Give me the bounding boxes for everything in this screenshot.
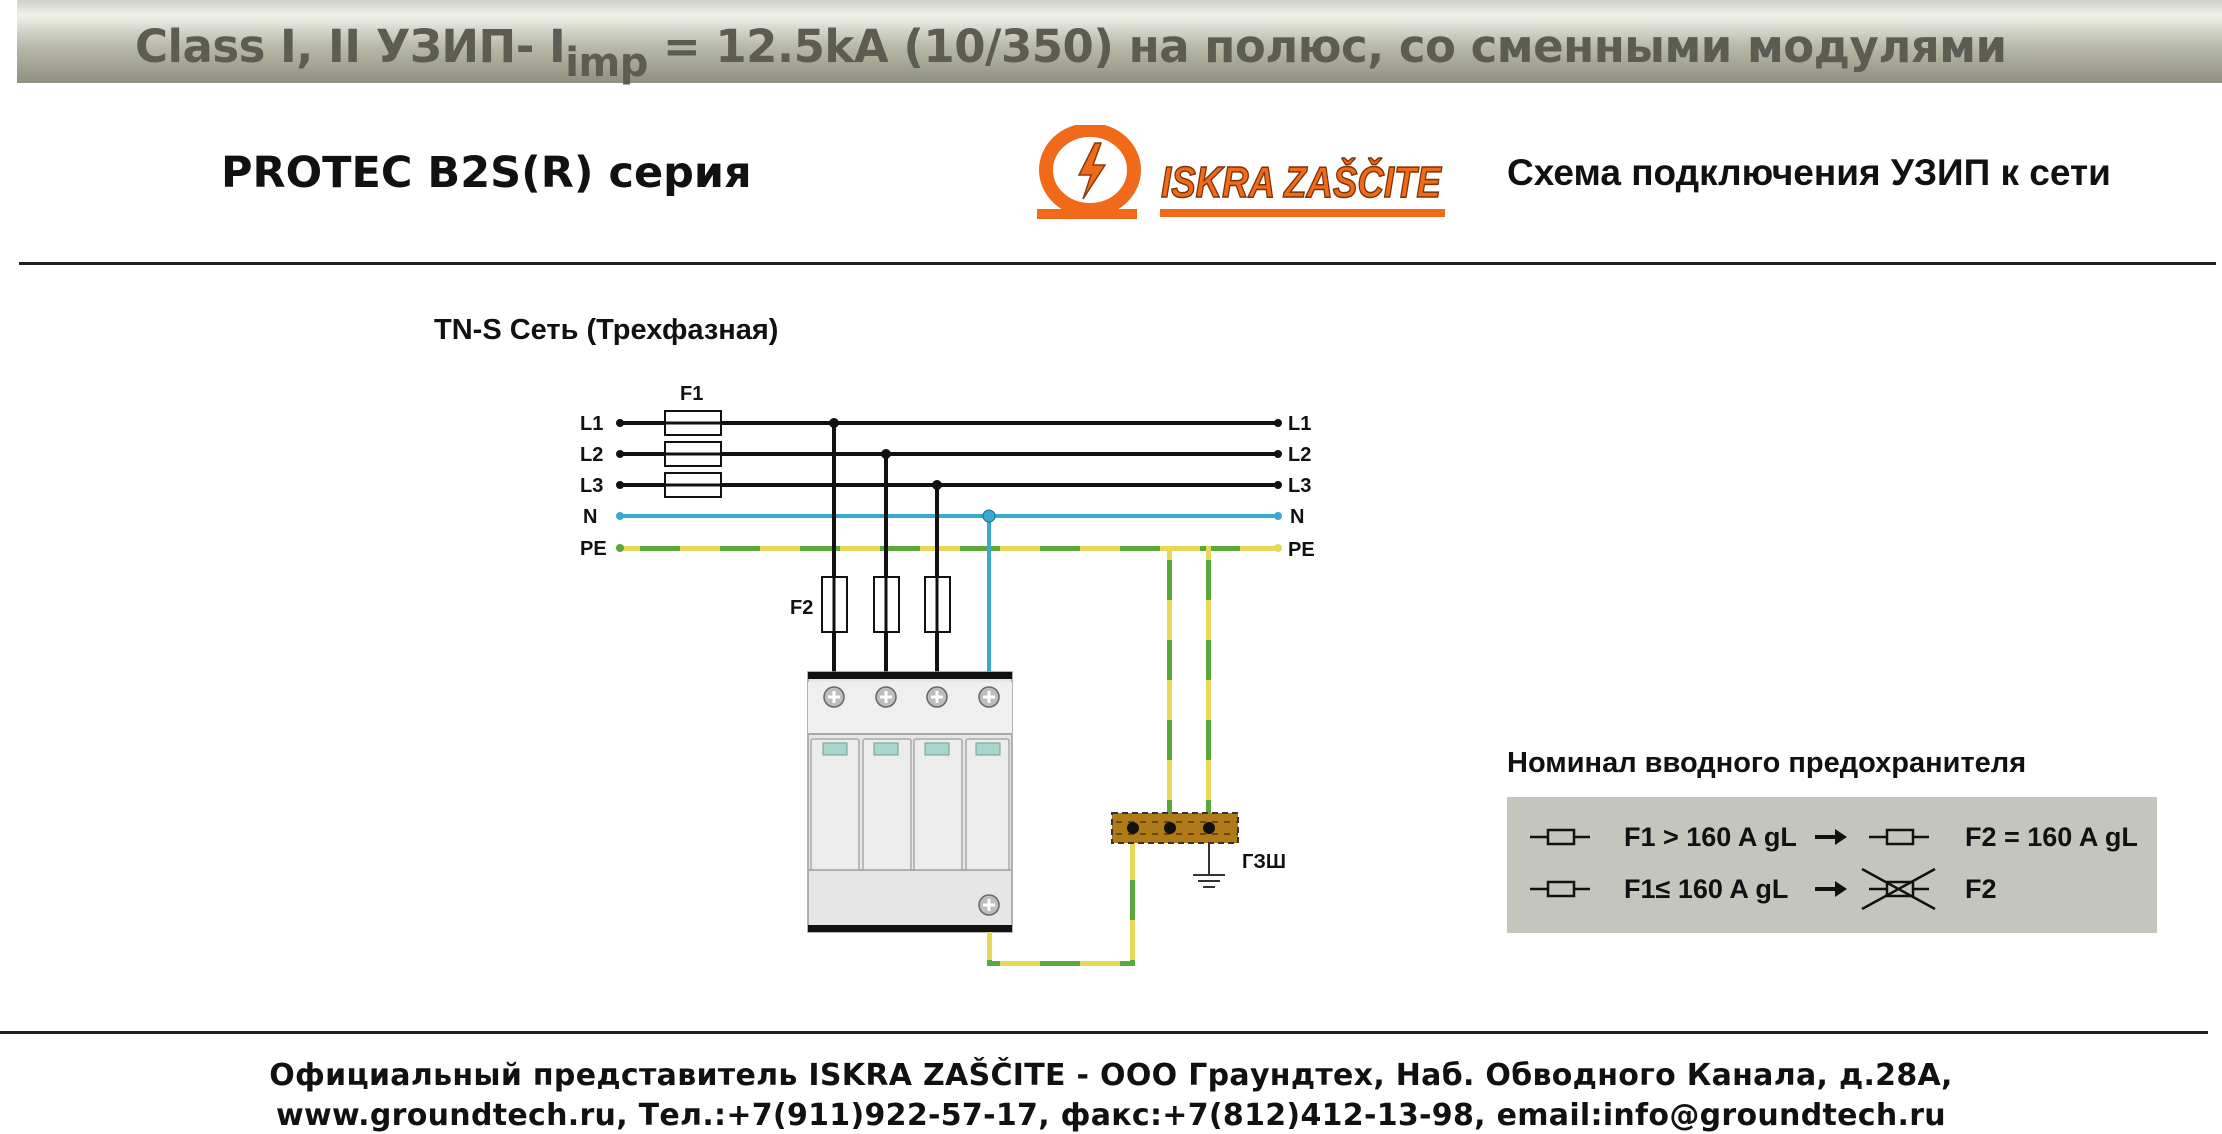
legend-row1-left: F1 > 160 A gL	[1624, 822, 1797, 852]
lightning-icon	[1077, 142, 1107, 200]
legend-row2-right: F2	[1965, 874, 1997, 904]
label-right-n: N	[1290, 506, 1304, 528]
label-right-pe: PE	[1288, 539, 1315, 561]
wire-pe-drop-2	[1206, 546, 1211, 827]
wire-pe-spd-down	[987, 932, 992, 964]
wire-pe	[617, 546, 1280, 551]
series-title: PROTEC B2S(R) серия	[221, 148, 752, 198]
legend-fuse-icon-1	[1546, 828, 1576, 846]
scheme-title: Схема подключения УЗИП к сети	[1507, 152, 2111, 193]
label-right-l1: L1	[1288, 413, 1311, 435]
spd-module-4[interactable]	[965, 738, 1010, 871]
spd-module-3[interactable]	[913, 738, 963, 871]
wire-pe-spd-up	[1130, 827, 1135, 966]
spd-module-2[interactable]	[862, 738, 912, 871]
busbar-label: ГЗШ	[1242, 851, 1286, 873]
legend-box: F1 > 160 A gL F2 = 160 A gL F1≤ 160 A gL…	[1507, 797, 2157, 933]
arrow-icon-2	[1815, 881, 1847, 897]
logo-base	[1037, 209, 1137, 219]
legend-cross-icon-b	[1861, 867, 1936, 911]
legend-title: Номинал вводного предохранителя	[1507, 747, 2027, 779]
spd-device	[807, 671, 1013, 933]
wire-pe-loop-top	[1206, 546, 1280, 551]
label-right-l3: L3	[1288, 475, 1311, 497]
network-label: TN-S Сеть (Трехфазная)	[434, 314, 779, 346]
top-divider	[19, 262, 2216, 265]
label-left-l3: L3	[580, 475, 603, 497]
wire-pe-drop-1	[1167, 546, 1172, 827]
brand-logo: ISKRA ZAŠČITE	[1037, 125, 1445, 219]
banner-title-subscript: imp	[565, 40, 648, 86]
label-left-l1: L1	[580, 413, 603, 435]
wire-pe-spd-bottom	[987, 961, 1133, 966]
ground-icon	[1193, 843, 1225, 888]
spd-module-1[interactable]	[810, 738, 860, 871]
logo-underline	[1160, 209, 1445, 217]
fuse-f2-label: F2	[790, 597, 813, 619]
banner-title: Class I, II УЗИП- Iimp = 12.5kA (10/350)…	[135, 20, 2007, 86]
fuse-f1-label: F1	[680, 383, 703, 405]
label-right-l2: L2	[1288, 444, 1311, 466]
legend-fuse-icon-3	[1546, 880, 1576, 898]
bottom-divider	[0, 1031, 2208, 1034]
logo-text: ISKRA ZAŠČITE	[1161, 156, 1442, 207]
footer-line-2: www.groundtech.ru, Тел.:+7(911)922-57-17…	[276, 1098, 1946, 1133]
banner-title-prefix: Class I, II УЗИП- I	[135, 20, 566, 73]
title-banner: Class I, II УЗИП- Iimp = 12.5kA (10/350)…	[17, 0, 2222, 86]
label-left-pe: PE	[580, 538, 607, 560]
label-left-n: N	[583, 506, 597, 528]
arrow-icon-1	[1815, 829, 1847, 845]
legend-row2-left: F1≤ 160 A gL	[1624, 874, 1788, 904]
label-left-l2: L2	[580, 444, 603, 466]
legend-row1-right: F2 = 160 A gL	[1965, 822, 2138, 852]
banner-title-suffix: = 12.5kA (10/350) на полюс, со сменными …	[647, 20, 2007, 73]
legend-fuse-icon-2	[1885, 828, 1915, 846]
legend-graphics: F1 > 160 A gL F2 = 160 A gL F1≤ 160 A gL…	[1530, 822, 2138, 911]
footer-line-1: Официальный представитель ISKRA ZAŠČITE …	[269, 1058, 1953, 1093]
